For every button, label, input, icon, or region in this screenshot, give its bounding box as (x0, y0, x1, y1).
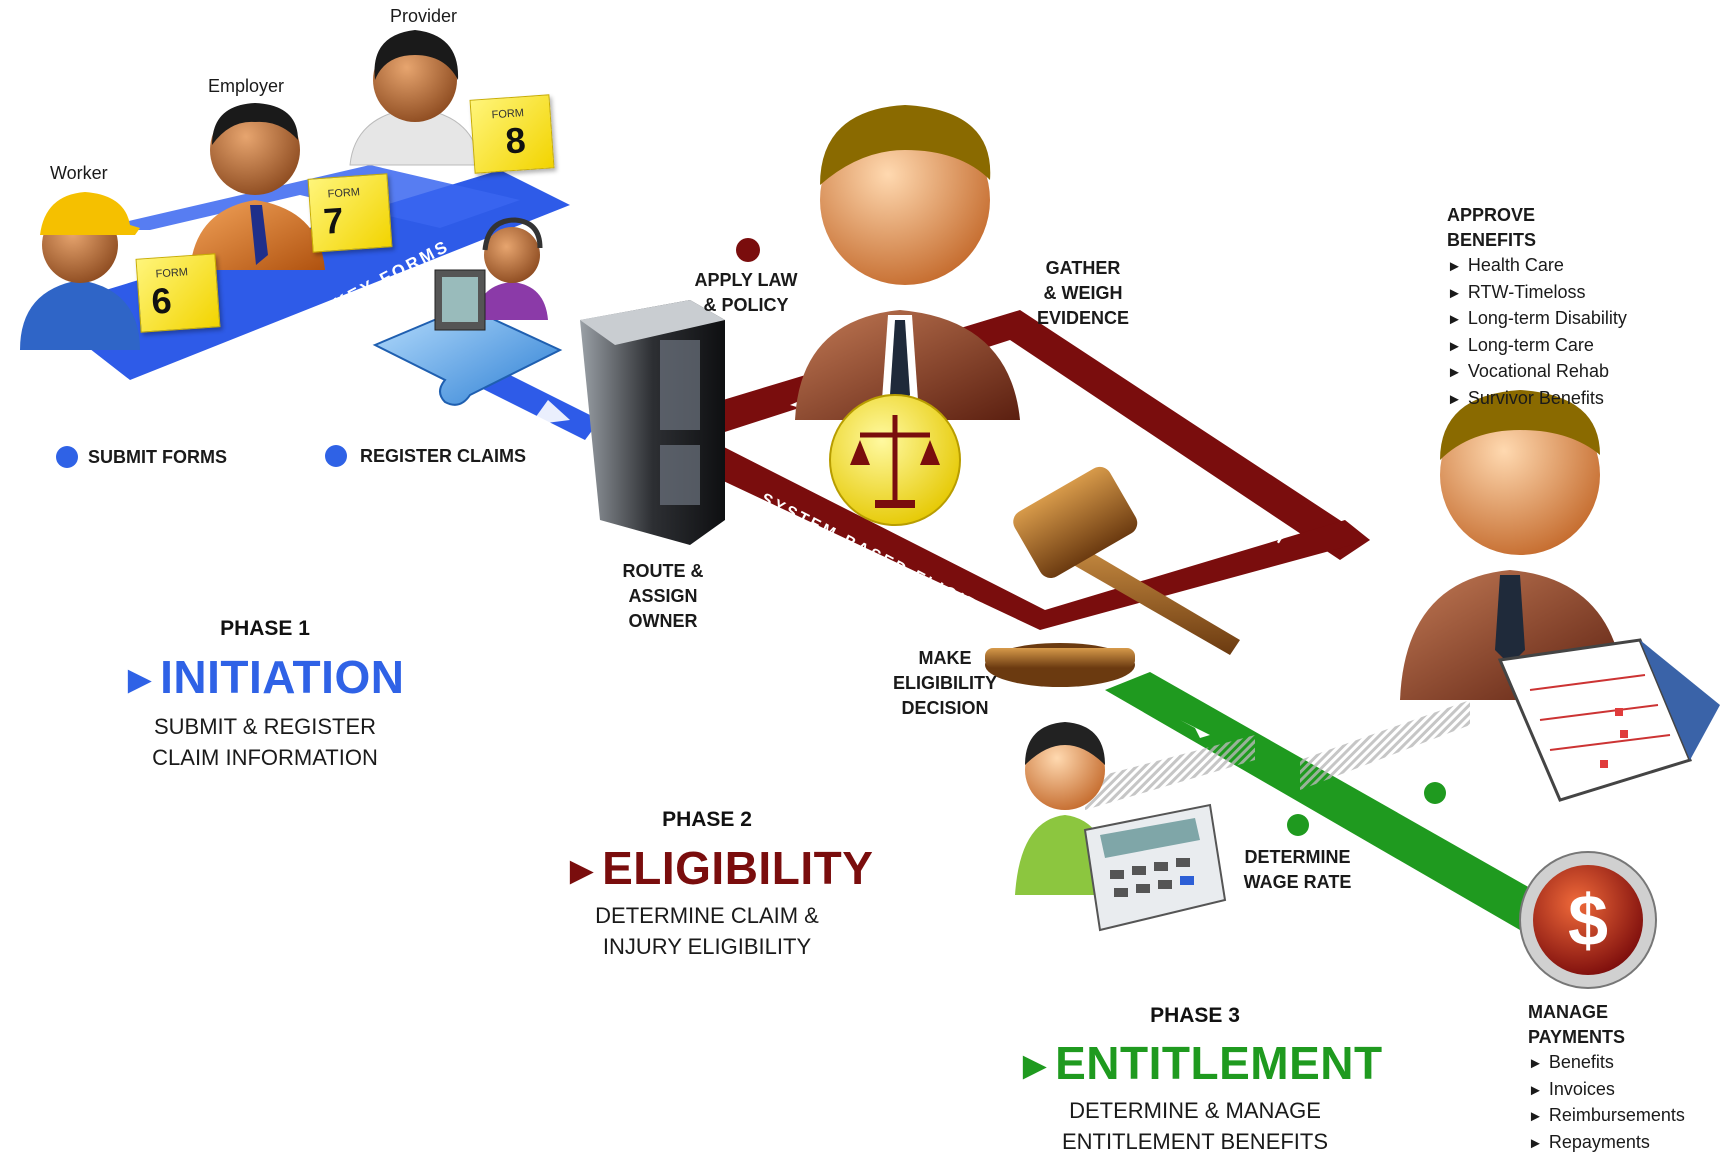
phase-2-desc: DETERMINE CLAIM & INJURY ELIGIBILITY (572, 900, 842, 962)
provider-icon (349, 30, 481, 166)
make-decision-line-2: ELIGIBILITY (892, 673, 997, 693)
gather-weigh-line-3: EVIDENCE (1036, 308, 1130, 328)
route-assign-label: ROUTE & ASSIGN OWNER (620, 559, 706, 634)
list-item: ►RTW-Timeloss (1447, 281, 1586, 302)
submit-forms-label: SUBMIT FORMS (88, 447, 227, 467)
phase-3-desc-2: ENTITLEMENT BENEFITS (1061, 1129, 1329, 1154)
phase-2-title: ►ELIGIBILITY (562, 841, 873, 895)
server-icon (580, 300, 725, 545)
determine-wage-line-2: WAGE RATE (1243, 872, 1352, 892)
phase-2-desc-1: DETERMINE CLAIM & (595, 903, 819, 928)
phase-1-desc-2: CLAIM INFORMATION (152, 745, 378, 770)
adjudicator-icon (795, 105, 1020, 420)
apply-law-line-2: & POLICY (703, 295, 789, 315)
scales-icon (829, 394, 961, 526)
form-7-word: FORM (327, 186, 361, 201)
phase-1-desc: SUBMIT & REGISTER CLAIM INFORMATION (130, 711, 400, 773)
register-claims-label: REGISTER CLAIMS (360, 446, 527, 466)
apply-law-label: APPLY LAW & POLICY (690, 268, 802, 318)
manage-payments-title: MANAGE PAYMENTS (1528, 1000, 1685, 1050)
employer-name: Employer (208, 76, 285, 96)
determine-wage-label: DETERMINE WAGE RATE (1240, 845, 1355, 895)
list-item: ►Benefits (1528, 1052, 1614, 1072)
approve-benefits-dot (1424, 782, 1446, 804)
gather-weigh-label: GATHER & WEIGH EVIDENCE (1030, 256, 1136, 331)
phase-1-desc-1: SUBMIT & REGISTER (153, 714, 377, 739)
form-8-number: 8 (504, 119, 527, 162)
approve-benefits-title: APPROVE BENEFITS (1447, 203, 1627, 253)
list-item: ►Reimbursements (1528, 1105, 1685, 1125)
form-6-note: FORM 6 (135, 253, 221, 333)
route-assign-line-1: ROUTE & (622, 561, 704, 581)
entitlement-path (1105, 672, 1560, 930)
approve-benefits-block: APPROVE BENEFITS ►Health Care ►RTW-Timel… (1447, 203, 1627, 412)
phase-3-title-text: ENTITLEMENT (1055, 1037, 1383, 1089)
route-assign-line-2: ASSIGN (628, 586, 698, 606)
phase-2-number: PHASE 2 (662, 808, 752, 831)
make-decision-line-1: MAKE (918, 648, 972, 668)
system-path (700, 445, 1370, 630)
employer-icon (190, 103, 325, 270)
phase-2-title-text: ELIGIBILITY (602, 842, 874, 894)
manage-payments-list: ►Benefits ►Invoices ►Reimbursements ►Rep… (1528, 1050, 1685, 1154)
gavel-icon (985, 466, 1240, 687)
list-item: ►Long-term Disability (1447, 308, 1627, 328)
apply-law-line-1: APPLY LAW (694, 270, 798, 290)
phase-3-title: ►ENTITLEMENT (1015, 1036, 1383, 1090)
gather-weigh-line-2: & WEIGH (1043, 283, 1123, 303)
phase-1-title: ►INITIATION (120, 650, 404, 704)
list-item: ►Vocational Rehab (1447, 361, 1609, 381)
form-6-number: 6 (150, 279, 173, 322)
worker-icon (20, 192, 140, 350)
list-item: ►Survivor Benefits (1447, 387, 1604, 408)
provider-name: Provider (390, 6, 458, 26)
manage-payments-block: MANAGE PAYMENTS ►Benefits ►Invoices ►Rei… (1528, 1000, 1685, 1154)
phase-3-arrow: ► (1015, 1044, 1056, 1088)
approve-benefits-title-1: APPROVE (1447, 205, 1536, 225)
phase-3-number: PHASE 3 (1150, 1004, 1240, 1027)
determine-wage-dot (1287, 814, 1309, 836)
svg-text:$: $ (1568, 881, 1608, 961)
phase-2-arrow: ► (562, 849, 603, 893)
approve-benefits-list: ►Health Care ►RTW-Timeloss ►Long-term Di… (1447, 253, 1627, 412)
form-8-note: FORM 8 (469, 94, 555, 174)
phase-3-desc-1: DETERMINE & MANAGE (1069, 1098, 1321, 1123)
worker-name: Worker (50, 163, 108, 183)
phase-1-arrow: ► (120, 658, 161, 702)
approve-benefits-title-2: BENEFITS (1447, 230, 1537, 250)
manage-payments-title-1: MANAGE (1528, 1002, 1608, 1022)
manage-payments-title-2: PAYMENTS (1528, 1027, 1626, 1047)
register-claims-dot (325, 445, 347, 467)
list-item: ►Invoices (1528, 1078, 1615, 1099)
phase-1-title-text: INITIATION (160, 651, 405, 703)
gather-weigh-line-1: GATHER (1045, 258, 1121, 278)
make-decision-label: MAKE ELIGIBILITY DECISION (880, 646, 1010, 721)
route-assign-line-3: OWNER (628, 611, 698, 631)
calculator-icon (1083, 803, 1227, 932)
phase-3-desc: DETERMINE & MANAGE ENTITLEMENT BENEFITS (1050, 1095, 1340, 1154)
list-item: ►Repayments (1528, 1131, 1650, 1152)
call-agent-icon (434, 217, 548, 331)
dollar-icon: $ (1519, 851, 1657, 989)
calendar-icon (1497, 638, 1720, 802)
form-7-number: 7 (322, 199, 345, 242)
determine-wage-line-1: DETERMINE (1244, 847, 1351, 867)
form-6-word: FORM (155, 266, 189, 281)
submit-forms-dot (56, 446, 78, 468)
apply-law-dot (736, 238, 760, 262)
phase-2-desc-2: INJURY ELIGIBILITY (602, 934, 812, 959)
form-7-note: FORM 7 (307, 173, 393, 253)
make-decision-line-3: DECISION (901, 698, 989, 718)
list-item: ►Long-term Care (1447, 334, 1594, 355)
list-item: ►Health Care (1447, 255, 1564, 275)
phase-1-number: PHASE 1 (220, 617, 310, 640)
